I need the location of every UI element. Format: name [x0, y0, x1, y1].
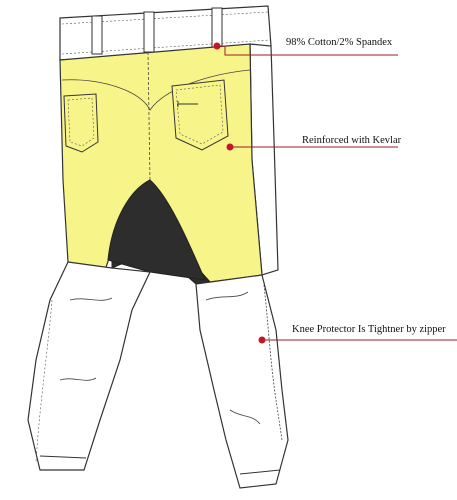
- kevlar-callout-label: Reinforced with Kevlar: [302, 135, 402, 146]
- left-leg-crease-2: [59, 377, 97, 381]
- yoke-seam: [61, 69, 251, 111]
- cotton-callout-label: 98% Cotton/2% Spandex: [286, 37, 393, 48]
- left-leg: [27, 261, 151, 471]
- left-leg-seam: [35, 299, 53, 463]
- inner-panel-large: [107, 179, 206, 281]
- right-leg: [195, 274, 289, 489]
- knee-zipper: [263, 284, 283, 441]
- knee-callout-dot: [258, 336, 266, 344]
- belt-loop-center: [143, 11, 155, 53]
- kevlar-callout-dot: [226, 143, 234, 151]
- belt-loop-right: [211, 7, 223, 49]
- back-pocket-right: [171, 79, 229, 151]
- center-seam: [147, 51, 151, 183]
- left-hem: [39, 455, 87, 459]
- left-leg-crease-1: [69, 297, 113, 301]
- right-leg-crease-1: [205, 291, 249, 301]
- right-leg-crease-2: [229, 409, 261, 425]
- back-pocket-right-stitch: [175, 84, 224, 145]
- back-pocket-left-stitch: [67, 97, 95, 147]
- belt-loop-left: [91, 15, 103, 55]
- pocket-tack: [177, 101, 198, 107]
- cotton-callout-dot: [213, 42, 221, 50]
- cotton-leader-line: [217, 45, 398, 56]
- knee-callout-label: Knee Protector Is Tightner by zipper: [292, 324, 446, 335]
- right-hem: [239, 469, 281, 475]
- waistband-bottom-stitch: [61, 39, 271, 55]
- back-pocket-left: [63, 93, 99, 153]
